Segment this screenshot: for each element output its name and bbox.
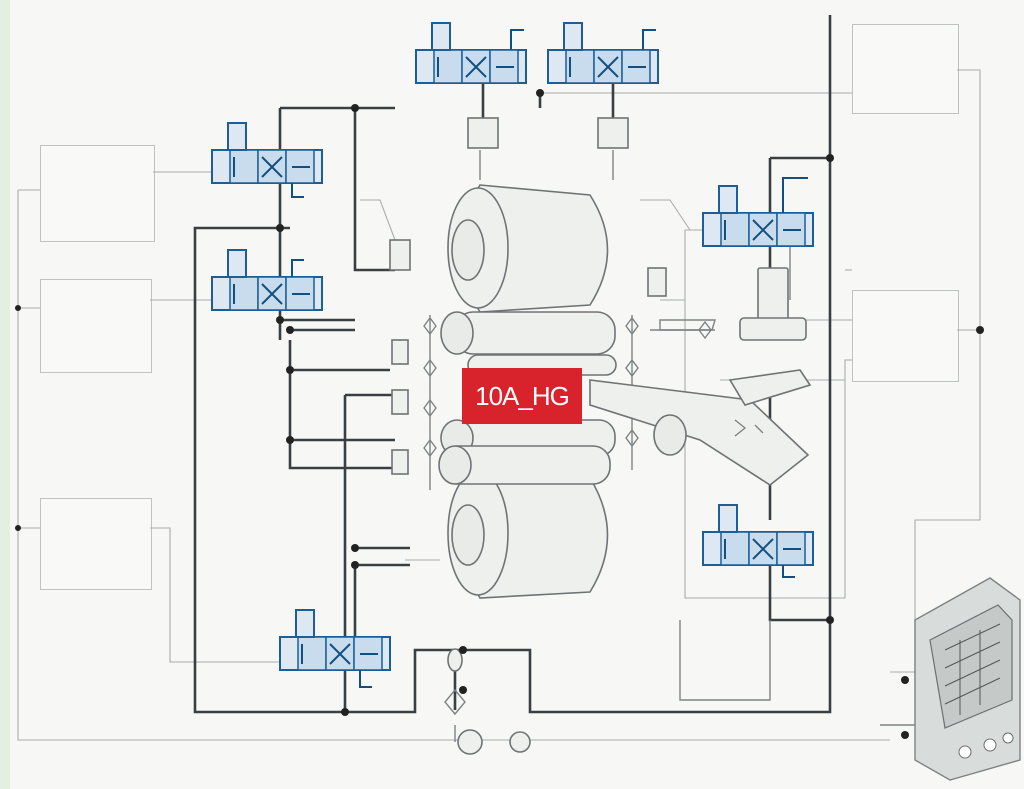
directional-valve bbox=[211, 249, 323, 311]
control-box-left-2 bbox=[40, 279, 152, 373]
control-box-right-1 bbox=[852, 24, 959, 114]
return-lines bbox=[429, 150, 915, 726]
small-cylinders bbox=[389, 117, 667, 475]
directional-valves bbox=[211, 22, 814, 688]
side-cylinder bbox=[659, 267, 807, 341]
upper-backup-roll bbox=[447, 184, 609, 313]
directional-valve bbox=[211, 122, 323, 198]
directional-valve bbox=[702, 504, 814, 578]
control-box-left-3 bbox=[40, 498, 152, 590]
lower-work-roll bbox=[438, 419, 616, 485]
lower-backup-roll bbox=[447, 469, 609, 599]
junction-dots bbox=[15, 89, 984, 739]
strip-guide bbox=[589, 369, 812, 486]
directional-valve bbox=[279, 609, 391, 688]
control-box-right-2 bbox=[852, 290, 959, 382]
roll-sensors bbox=[423, 316, 712, 458]
directional-valve bbox=[415, 22, 527, 84]
upper-work-roll bbox=[440, 311, 617, 376]
component-tag[interactable]: 10A_HG bbox=[462, 368, 582, 424]
control-box-left-1 bbox=[40, 145, 155, 242]
signal-lines bbox=[17, 69, 981, 741]
directional-valve bbox=[702, 177, 814, 247]
pump-unit bbox=[444, 648, 531, 755]
frame-edge bbox=[0, 0, 10, 789]
directional-valve bbox=[547, 22, 659, 84]
control-console-icon bbox=[914, 577, 1021, 781]
